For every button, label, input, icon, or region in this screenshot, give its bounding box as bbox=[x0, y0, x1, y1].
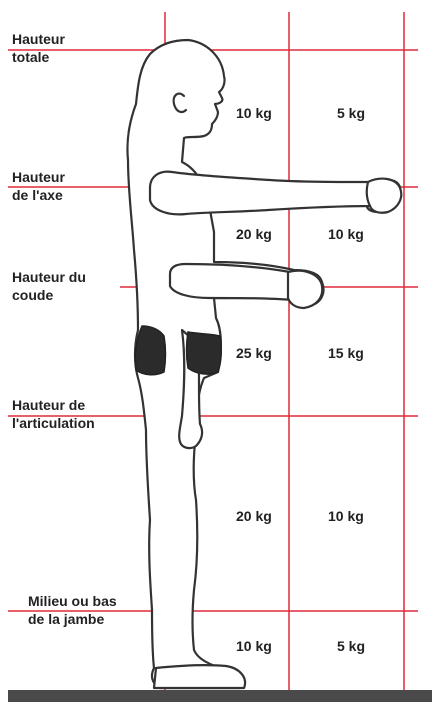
label-elbow-height: Hauteur du coude bbox=[12, 268, 86, 304]
label-leg-height: Milieu ou bas de la jambe bbox=[28, 592, 117, 628]
weight-zone3-far: 15 kg bbox=[328, 345, 364, 361]
label-total-height: Hauteur totale bbox=[12, 30, 65, 66]
weight-zone2-near: 20 kg bbox=[236, 226, 272, 242]
right-fist bbox=[367, 179, 402, 213]
body-silhouette bbox=[127, 40, 400, 688]
foot bbox=[154, 665, 245, 688]
shorts-front bbox=[187, 332, 222, 374]
weight-zone3-near: 25 kg bbox=[236, 345, 272, 361]
weight-zone2-far: 10 kg bbox=[328, 226, 364, 242]
weight-zone4-near: 20 kg bbox=[236, 508, 272, 524]
label-joint-height: Hauteur de l'articulation bbox=[12, 396, 95, 432]
left-arm-forearm bbox=[170, 264, 292, 300]
human-figure bbox=[127, 40, 401, 688]
weight-zone5-far: 5 kg bbox=[337, 638, 365, 654]
weight-zone5-near: 10 kg bbox=[236, 638, 272, 654]
weight-zone1-near: 10 kg bbox=[236, 105, 272, 121]
floor bbox=[8, 690, 432, 702]
left-fist bbox=[288, 271, 322, 308]
right-arm-extended bbox=[150, 172, 372, 215]
weight-zone4-far: 10 kg bbox=[328, 508, 364, 524]
shorts-back bbox=[135, 326, 165, 375]
weight-zone1-far: 5 kg bbox=[337, 105, 365, 121]
label-axis-height: Hauteur de l'axe bbox=[12, 168, 65, 204]
